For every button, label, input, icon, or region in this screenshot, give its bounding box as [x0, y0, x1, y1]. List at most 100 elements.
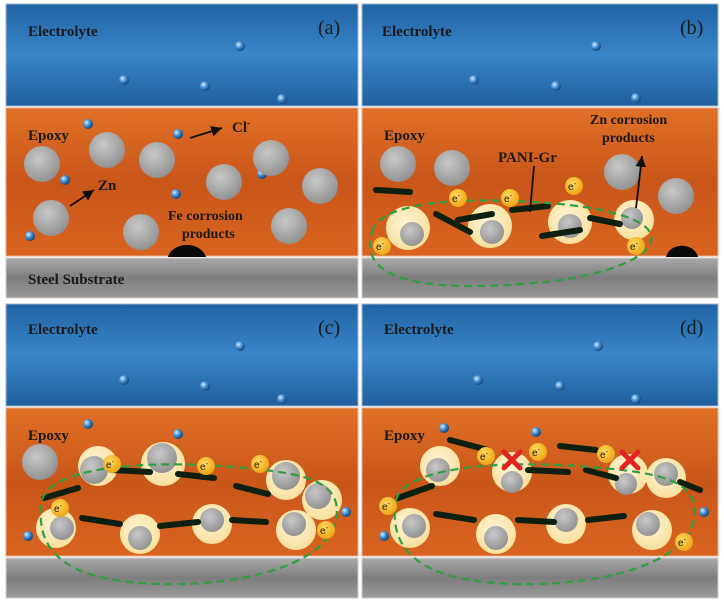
zn-particle [272, 462, 300, 490]
panel-c: Electrolyte (c) Epoxy [5, 303, 359, 599]
electrolyte-layer [361, 303, 719, 407]
chloride-ion [200, 81, 210, 91]
zn-particle [604, 154, 640, 190]
chloride-ion [551, 81, 561, 91]
zn-particle [89, 132, 125, 168]
panel-letter: (a) [318, 17, 340, 39]
zn-particle [22, 444, 58, 480]
chloride-ion [531, 427, 541, 437]
zn-particle [484, 526, 508, 550]
chloride-ion [473, 375, 483, 385]
electrolyte-label: Electrolyte [382, 24, 452, 40]
chloride-ion [439, 423, 449, 433]
pani-gr-sheets [395, 437, 703, 525]
electron: e- [251, 455, 269, 473]
panel-a: Electrolyte (a) Epoxy Steel Substrate Cl… [5, 3, 359, 299]
panel-b: Electrolyte (b) Epoxy e- [361, 3, 719, 299]
fe-corrosion-label: products [182, 227, 235, 242]
zn-particle [554, 508, 578, 532]
zn-particle [434, 150, 470, 186]
chloride-ion [23, 531, 33, 541]
svg-text:e-: e- [568, 181, 577, 193]
chloride-ion [591, 41, 601, 51]
electron: e- [51, 499, 69, 517]
steel-substrate [361, 257, 719, 299]
zn-particle [123, 214, 159, 250]
zn-particle [480, 220, 504, 244]
zn-particle [615, 473, 637, 495]
pani-gr-label: PANI-Gr [498, 150, 557, 166]
svg-text:e-: e- [106, 459, 115, 471]
panel-letter: (d) [680, 317, 703, 339]
panel-d: Electrolyte (d) Epoxy [361, 303, 719, 599]
electrolyte-label: Electrolyte [28, 322, 98, 338]
panel-letter: (c) [318, 317, 340, 339]
substrate-label: Steel Substrate [28, 272, 125, 288]
chloride-ion [631, 394, 641, 404]
epoxy-label: Epoxy [384, 428, 425, 444]
electron: e- [675, 533, 693, 551]
zn-particle [426, 458, 450, 482]
chloride-ion [173, 129, 183, 139]
zn-particle [271, 208, 307, 244]
zn-particle [33, 200, 69, 236]
electron: e- [197, 457, 215, 475]
zn-particle [253, 140, 289, 176]
svg-text:e-: e- [452, 193, 461, 205]
svg-text:e-: e- [480, 451, 489, 463]
zn-particle [24, 146, 60, 182]
zn-particle [636, 512, 660, 536]
zn-particle [206, 164, 242, 200]
svg-text:e-: e- [382, 501, 391, 513]
chloride-ion [119, 375, 129, 385]
electrolyte-label: Electrolyte [28, 24, 98, 40]
zn-particle [80, 456, 108, 484]
conduction-path [393, 463, 696, 586]
chloride-ion [25, 231, 35, 241]
steel-substrate [361, 557, 719, 599]
chloride-ion [235, 41, 245, 51]
blocked-path-icon [501, 449, 523, 471]
electron: e- [379, 497, 397, 515]
chloride-ion [60, 175, 70, 185]
electron: e- [627, 237, 645, 255]
electron: e- [449, 189, 467, 207]
svg-text:e-: e- [376, 241, 385, 253]
steel-substrate [5, 557, 359, 599]
chloride-ion [379, 531, 389, 541]
epoxy-label: Epoxy [384, 128, 425, 144]
electron: e- [103, 455, 121, 473]
zn-particle [621, 207, 643, 229]
svg-text:e-: e- [678, 537, 687, 549]
zn-particle [200, 508, 224, 532]
svg-text:e-: e- [254, 459, 263, 471]
electrolyte-layer [5, 3, 359, 107]
svg-text:e-: e- [532, 447, 541, 459]
blocked-path-icon [619, 449, 641, 471]
fe-corrosion-product [168, 244, 206, 257]
chloride-ion [631, 93, 641, 103]
electron: e- [529, 443, 547, 461]
electrolyte-layer [361, 3, 719, 107]
chloride-ion [235, 341, 245, 351]
chloride-ion [173, 429, 183, 439]
chloride-ion [699, 507, 709, 517]
electron: e- [597, 445, 615, 463]
fe-corrosion-label: Fe corrosion [168, 209, 243, 224]
zn-particle [305, 483, 331, 509]
zn-particle [50, 516, 74, 540]
svg-text:e-: e- [54, 503, 63, 515]
conduction-path [368, 199, 653, 288]
electrolyte-label: Electrolyte [384, 322, 454, 338]
zn-particle [501, 471, 523, 493]
electrolyte-layer [5, 303, 359, 407]
zn-label: Zn [98, 178, 117, 194]
arrow [529, 165, 535, 213]
zn-corrosion-label: products [602, 131, 655, 146]
fe-corrosion-product [666, 245, 698, 257]
electron: e- [373, 237, 391, 255]
arrow [635, 155, 647, 209]
zn-particle [147, 443, 177, 473]
chloride-ion [277, 394, 287, 404]
